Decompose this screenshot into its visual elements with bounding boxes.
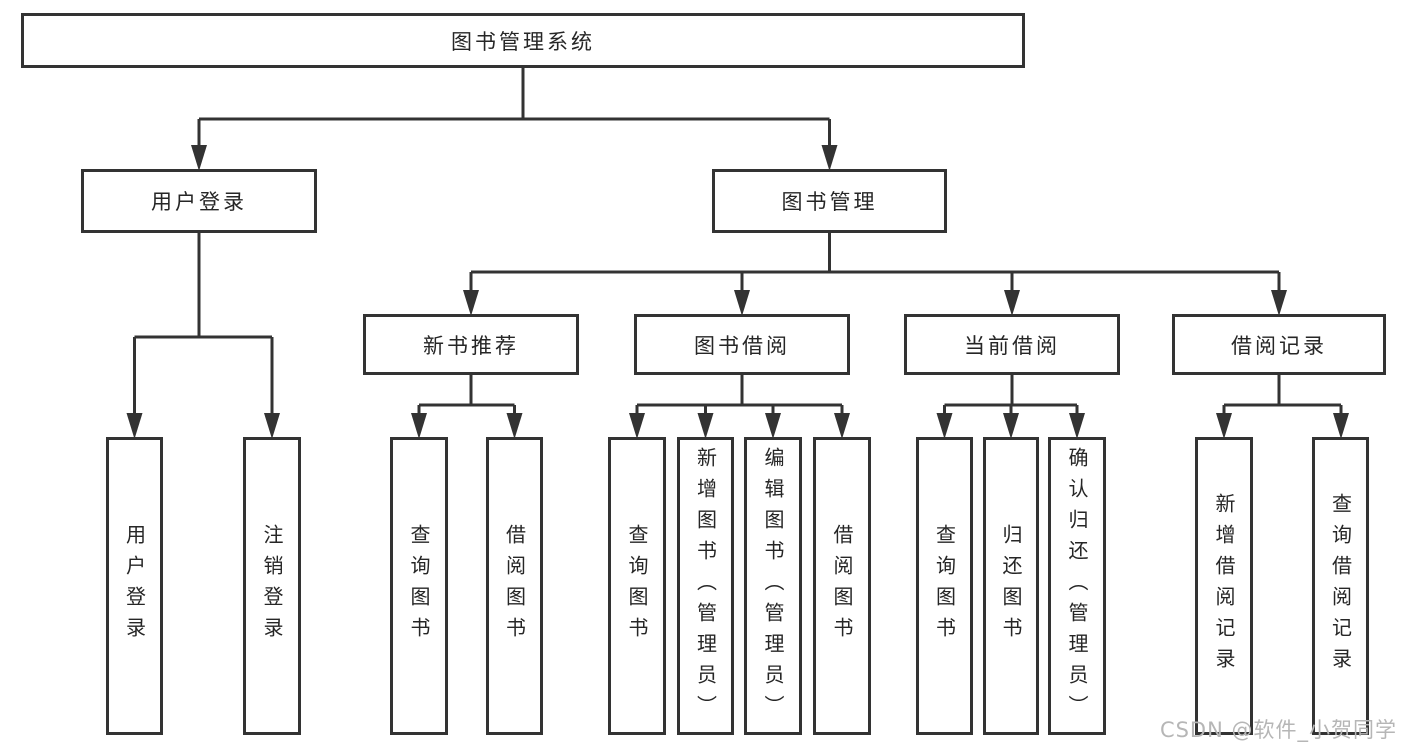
arrowhead-icon [1271, 290, 1287, 316]
node-user-login: 用户登录 [81, 169, 317, 233]
leaf-user-login-label: 用户登录 [122, 524, 147, 648]
leaf-edit-book-admin: 编辑图书（管理员） [744, 437, 802, 735]
connector-lines [133, 68, 1343, 417]
leaf-return-book-label: 归还图书 [999, 524, 1023, 648]
arrowheads [126, 145, 1349, 439]
node-current-borrow: 当前借阅 [904, 314, 1120, 375]
leaf-query-books-recommend-label: 查询图书 [407, 524, 431, 648]
connector-userlogin-to-leaves [133, 233, 274, 415]
arrowhead-icon [697, 413, 714, 439]
node-book-borrow: 图书借阅 [634, 314, 850, 375]
leaf-query-books-current: 查询图书 [916, 437, 973, 735]
arrowhead-icon [264, 413, 280, 439]
arrowhead-icon [411, 413, 427, 439]
arrowhead-icon [734, 290, 750, 316]
leaf-query-books-borrow-label: 查询图书 [625, 524, 649, 648]
arrowhead-icon [1004, 290, 1020, 316]
arrowhead-icon [821, 145, 838, 171]
leaf-user-login: 用户登录 [106, 437, 163, 735]
node-current-borrow-label: 当前借阅 [964, 333, 1060, 358]
node-book-management: 图书管理 [712, 169, 947, 233]
leaf-query-books-recommend: 查询图书 [390, 437, 448, 735]
leaf-add-borrow-record-label: 新增借阅记录 [1212, 493, 1236, 679]
node-user-login-label: 用户登录 [151, 190, 247, 214]
arrowhead-icon [463, 290, 479, 316]
arrowhead-icon [1069, 413, 1085, 439]
leaf-add-book-admin-label: 新增图书（管理员） [693, 446, 718, 726]
leaf-borrow-books: 借阅图书 [813, 437, 871, 735]
node-new-book-recommend: 新书推荐 [363, 314, 579, 375]
arrowhead-icon [936, 413, 953, 439]
arrowhead-icon [1003, 413, 1019, 439]
arrowhead-icon [191, 145, 207, 171]
node-root-system-label: 图书管理系统 [451, 29, 595, 54]
leaf-logout: 注销登录 [243, 437, 301, 735]
leaf-borrow-books-recommend: 借阅图书 [486, 437, 543, 735]
connector-newrec-to-leaves [417, 375, 516, 417]
leaf-query-borrow-record: 查询借阅记录 [1312, 437, 1369, 735]
leaf-borrow-books-label: 借阅图书 [830, 524, 854, 648]
arrowhead-icon [765, 413, 781, 439]
arrowhead-icon [506, 413, 523, 439]
arrowhead-icon [126, 413, 143, 439]
node-root-system: 图书管理系统 [21, 13, 1025, 68]
leaf-borrow-books-recommend-label: 借阅图书 [502, 524, 527, 648]
connector-currentborrow-to-leaves [943, 375, 1079, 417]
leaf-logout-label: 注销登录 [260, 524, 284, 648]
arrowhead-icon [1333, 413, 1349, 439]
leaf-confirm-return-admin: 确认归还（管理员） [1048, 437, 1106, 735]
connector-root-to-level2 [197, 68, 831, 147]
leaf-confirm-return-admin-label: 确认归还（管理员） [1065, 446, 1089, 726]
node-borrow-records-label: 借阅记录 [1231, 333, 1327, 358]
leaf-query-borrow-record-label: 查询借阅记录 [1328, 493, 1353, 679]
arrowhead-icon [1216, 413, 1232, 439]
leaf-add-borrow-record: 新增借阅记录 [1195, 437, 1253, 735]
node-book-management-label: 图书管理 [781, 190, 878, 214]
node-borrow-records: 借阅记录 [1172, 314, 1386, 375]
leaf-add-book-admin: 新增图书（管理员） [677, 437, 734, 735]
arrowhead-icon [629, 413, 645, 439]
leaf-query-books-borrow: 查询图书 [608, 437, 666, 735]
node-book-borrow-label: 图书借阅 [694, 333, 790, 358]
connector-records-to-leaves [1222, 375, 1343, 417]
leaf-return-book: 归还图书 [983, 437, 1039, 735]
leaf-query-books-current-label: 查询图书 [932, 524, 957, 648]
watermark: CSDN @软件_小贺同学 [1159, 718, 1397, 742]
connector-bookmgmt-to-level3 [469, 233, 1281, 292]
node-new-book-recommend-label: 新书推荐 [423, 333, 519, 358]
connector-bookborrow-to-leaves [635, 375, 844, 417]
arrowhead-icon [834, 413, 850, 439]
leaf-edit-book-admin-label: 编辑图书（管理员） [761, 446, 785, 726]
